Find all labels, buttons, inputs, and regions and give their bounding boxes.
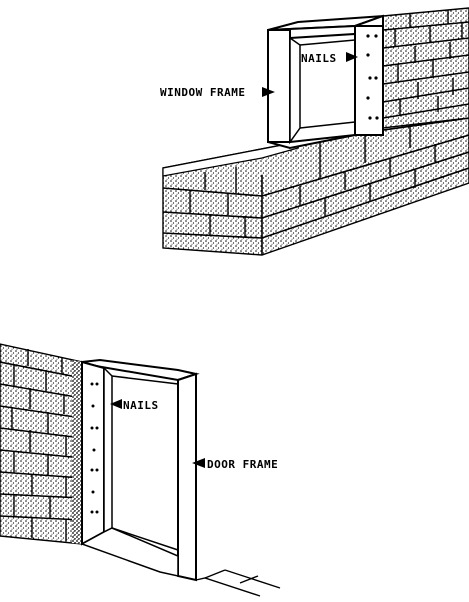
door-nails	[90, 382, 99, 514]
door-nails-arrow	[110, 399, 122, 409]
door-frame-arrow	[192, 458, 205, 468]
door-frame	[80, 358, 200, 582]
door-left-wall	[0, 343, 83, 545]
window-frame-figure: NAILS WINDOW FRAME	[160, 7, 469, 256]
door-nails-label: NAILS	[123, 399, 159, 412]
window-nails	[366, 34, 379, 120]
window-right-wall	[382, 7, 469, 129]
window-nails-label: NAILS	[301, 52, 337, 65]
window-frame-arrow	[262, 87, 275, 97]
door-floor	[195, 569, 281, 597]
window-lower-wall	[162, 117, 469, 256]
window-frame-label: WINDOW FRAME	[160, 86, 245, 99]
window-nails-arrow	[346, 52, 358, 62]
door-frame-label: DOOR FRAME	[207, 458, 278, 471]
window-frame	[267, 14, 384, 150]
door-frame-figure: NAILS DOOR FRAME	[0, 343, 281, 597]
